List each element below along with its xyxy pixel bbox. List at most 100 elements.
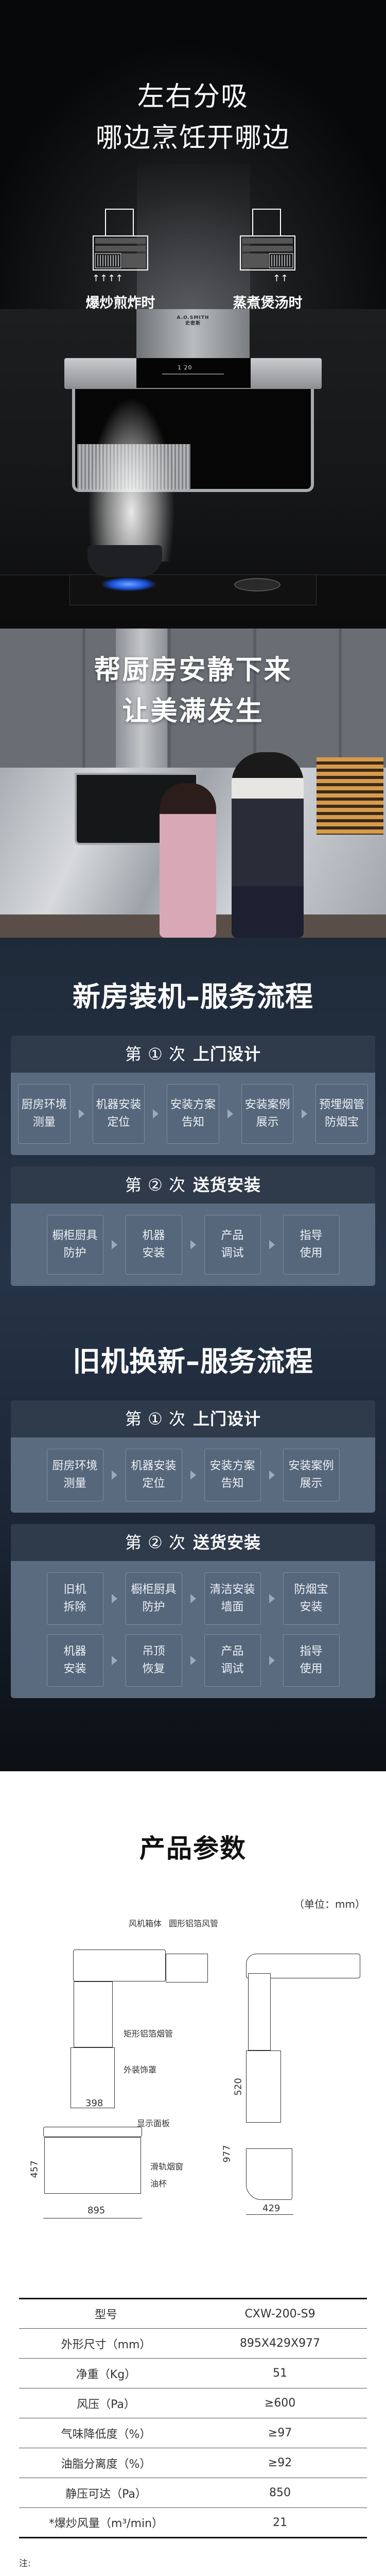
- step-box: 橱柜厨具防护: [46, 1215, 103, 1275]
- step-row: 橱柜厨具防护 机器安装 产品调试 指导使用: [18, 1215, 368, 1275]
- step-box: 清洁安装墙面: [204, 1572, 261, 1625]
- label-oil-cup: 油杯: [150, 2179, 167, 2189]
- side-cover-shape: [246, 2050, 281, 2123]
- dim-cover-height: 520: [233, 2078, 244, 2096]
- arrow-right-icon: [269, 1470, 275, 1480]
- arrow-right-icon: [190, 1656, 196, 1665]
- step-box: 机器安装: [125, 1215, 182, 1275]
- arrow-right-icon: [78, 1109, 84, 1118]
- step-row: 机器安装 吊顶恢复 产品调试 指导使用: [18, 1634, 368, 1687]
- step-row: 旧机拆除 橱柜厨具防护 清洁安装墙面 防烟宝安装: [18, 1572, 368, 1625]
- arrow-right-icon: [227, 1109, 233, 1118]
- window-blinds: [317, 757, 383, 835]
- step-box: 橱柜厨具防护: [125, 1572, 182, 1625]
- arrow-right-icon: [269, 1240, 275, 1249]
- smoke-plume: [87, 397, 175, 562]
- spec-notes: 注: 1、最大风量参照Q/320192 AOSM 059实测值与明示值的允差不应…: [19, 2558, 31, 2569]
- hood-left-suction-icon: ↑↑↑↑: [92, 209, 148, 283]
- svg-text:↑↑↑↑: ↑↑↑↑: [92, 273, 123, 283]
- hood-body-shape: [44, 2137, 141, 2194]
- light-beam: [137, 164, 250, 309]
- hero-dark-backdrop: [0, 0, 386, 309]
- hero-title-line1: 左右分吸: [137, 81, 249, 112]
- dim-width: 895: [87, 2205, 106, 2216]
- product-params-section: 产品参数 （单位：mm） 风机箱体 圆形铝箔风管 矩形铝箔烟管 外装饰罩 398…: [0, 1771, 386, 2576]
- visit-header: 第 ② 次送货安装: [11, 1166, 375, 1204]
- step-box: 安装案例展示: [241, 1084, 294, 1144]
- lifestyle-title-line2: 让美满发生: [122, 696, 264, 727]
- arrow-right-icon: [111, 1656, 117, 1665]
- step-row: 厨房环境测量 机器安装定位 安装方案告知 安装案例展示 预埋烟管防烟宝: [18, 1084, 368, 1144]
- arrow-right-icon: [269, 1594, 275, 1603]
- arrow-right-icon: [190, 1240, 196, 1249]
- arrow-right-icon: [302, 1109, 308, 1118]
- label-rect-duct: 矩形铝箔烟管: [124, 2029, 173, 2039]
- touch-slider: [162, 374, 224, 375]
- svg-text:↑↑: ↑↑: [273, 273, 288, 283]
- step-box: 吊顶恢复: [125, 1634, 182, 1687]
- step-box: 防烟宝安装: [283, 1572, 340, 1625]
- old-visit1-card: 第 ① 次上门设计 厨房环境测量 机器安装定位 安装方案告知 安装案例展示: [11, 1400, 375, 1513]
- step-box: 指导使用: [283, 1634, 340, 1687]
- dim-depth: 429: [262, 2203, 280, 2214]
- lifestyle-section: 帮厨房安静下来 让美满发生: [0, 629, 386, 938]
- step-box: 安装方案告知: [204, 1449, 261, 1501]
- step-box: 产品调试: [204, 1634, 261, 1687]
- side-hood-shape: [246, 2148, 292, 2200]
- step-box: 厨房环境测量: [46, 1449, 103, 1501]
- visit-header: 第 ② 次送货安装: [11, 1524, 375, 1561]
- mode-name: 蒸煮煲汤时: [233, 295, 303, 311]
- rect-duct-shape: [74, 1981, 113, 2047]
- label-round-duct: 圆形铝箔风管: [169, 1919, 219, 1928]
- old-visit2-card: 第 ② 次送货安装 旧机拆除 橱柜厨具防护 清洁安装墙面 防烟宝安装 机器安装 …: [11, 1524, 375, 1698]
- table-row: 静压可达（Pa）850: [19, 2478, 367, 2508]
- step-box: 安装方案告知: [167, 1084, 219, 1144]
- hero-title-line2: 哪边烹饪开哪边: [95, 123, 290, 154]
- upper-cabinets: [0, 629, 386, 768]
- arrow-right-icon: [111, 1240, 117, 1249]
- params-title: 产品参数: [139, 1834, 247, 1863]
- visit-header: 第 ① 次上门设计: [11, 1036, 375, 1073]
- unit-label: （单位：mm）: [294, 1898, 365, 1910]
- arrow-right-icon: [190, 1594, 196, 1603]
- arrow-right-icon: [190, 1470, 196, 1480]
- step-box: 产品调试: [204, 1215, 261, 1275]
- blue-flame: [100, 577, 157, 591]
- arrow-right-icon: [111, 1470, 117, 1480]
- side-vertical-duct: [248, 1973, 271, 2050]
- dimension-drawing-lower: 457 895 429: [0, 2148, 386, 2262]
- dim-cover-width: 398: [85, 2098, 103, 2109]
- label-fan-box: 风机箱体: [129, 1919, 162, 1928]
- woman-figure: [160, 783, 216, 938]
- man-figure: [232, 752, 304, 938]
- control-panel: 1 20: [136, 358, 251, 388]
- new-visit1-card: 第 ① 次上门设计 厨房环境测量 机器安装定位 安装方案告知 安装案例展示 预埋…: [11, 1036, 375, 1155]
- step-row: 厨房环境测量 机器安装定位 安装方案告知 安装案例展示: [18, 1449, 368, 1501]
- arrow-right-icon: [153, 1109, 159, 1118]
- mode-name: 爆炒煎炸时: [85, 295, 155, 311]
- visit-header: 第 ① 次上门设计: [11, 1400, 375, 1437]
- frying-pan: [87, 545, 162, 577]
- label-outer-cover: 外装饰罩: [124, 2065, 157, 2075]
- lifestyle-title-line1: 帮厨房安静下来: [94, 655, 292, 686]
- table-row: 净重（Kg）51: [19, 2358, 367, 2388]
- hero-section: 左右分吸 哪边烹饪开哪边 ↑↑↑↑ 爆炒煎炸时 使用单侧高速吸吸力加倍 ↑↑ 蒸…: [0, 0, 386, 629]
- table-row: 油脂分离度（%）≥92: [19, 2448, 367, 2478]
- step-box: 机器安装: [46, 1634, 103, 1687]
- new-house-service-title: 新房装机–服务流程: [73, 980, 313, 1013]
- service-flow-section: 新房装机–服务流程 第 ① 次上门设计 厨房环境测量 机器安装定位 安装方案告知…: [0, 938, 386, 1771]
- table-row: 外形尺寸（mm）895X429X977: [19, 2328, 367, 2359]
- replacement-service-title: 旧机换新–服务流程: [73, 1345, 313, 1378]
- burner: [234, 578, 280, 591]
- hood-right-suction-icon: ↑↑: [240, 209, 295, 283]
- step-box: 安装案例展示: [283, 1449, 340, 1501]
- outer-cover-shape: [71, 2047, 115, 2108]
- arrow-right-icon: [269, 1656, 275, 1665]
- hood-top-shape: [43, 2127, 142, 2137]
